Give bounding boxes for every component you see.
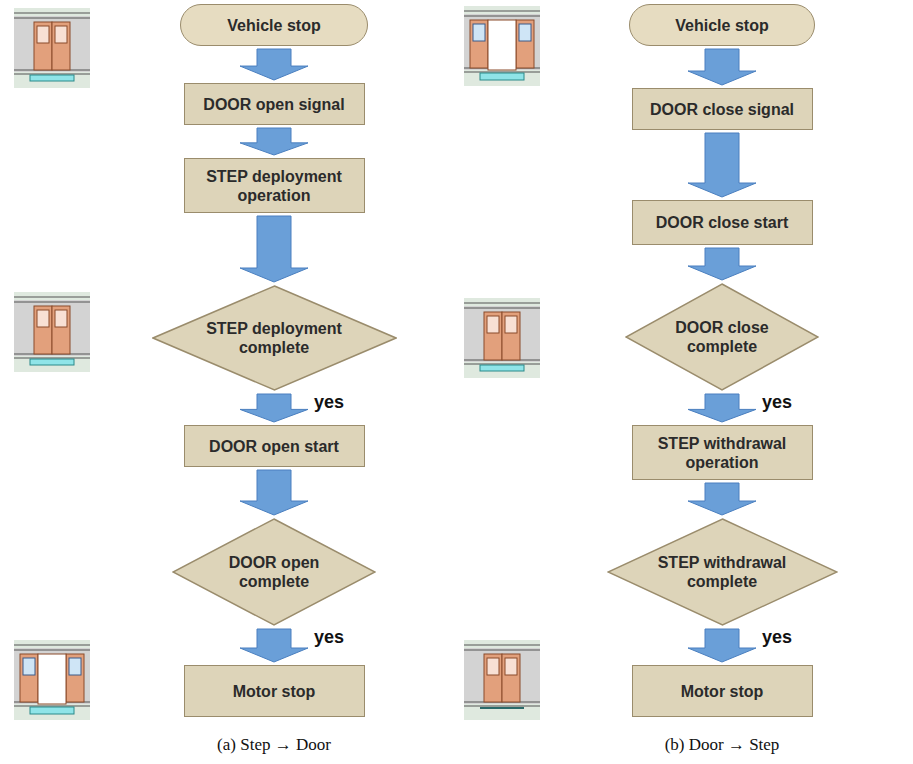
- edge-label: yes: [312, 627, 346, 647]
- process-box: Motor stop: [632, 665, 813, 717]
- diamond-outline: [152, 285, 397, 391]
- process-box: DOOR open signal: [184, 83, 365, 125]
- flow-arrow: [688, 483, 756, 515]
- diamond-text: DOOR close complete: [660, 318, 784, 356]
- door-open-picture: [14, 640, 90, 720]
- door-closed-picture: [14, 8, 90, 88]
- caption-label: (a) Step → Door: [217, 735, 331, 755]
- terminal-box: Vehicle stop: [629, 4, 815, 46]
- node-text: Motor stop: [681, 682, 764, 701]
- door-closed-picture: [14, 292, 90, 372]
- flow-arrow: [240, 394, 308, 422]
- caption-label: (b) Door → Step: [665, 735, 780, 755]
- edge-label: yes: [312, 392, 346, 412]
- edge-label: yes: [760, 627, 794, 647]
- flow-arrow: [688, 629, 756, 662]
- node-text: STEP deployment operation: [193, 167, 356, 205]
- flow-arrow: [688, 248, 756, 280]
- node-text: DOOR close complete: [660, 318, 784, 356]
- diamond-text: DOOR open complete: [209, 553, 340, 591]
- process-box: Motor stop: [184, 665, 365, 717]
- node-text: DOOR open complete: [209, 553, 340, 591]
- door-open-picture: [464, 6, 540, 86]
- door-closed-picture: [464, 298, 540, 378]
- flow-arrow: [240, 629, 308, 662]
- flow-arrow: [240, 49, 308, 80]
- process-box: STEP deployment operation: [184, 158, 365, 213]
- node-text: STEP withdrawal operation: [641, 434, 804, 472]
- edge-label: yes: [760, 392, 794, 412]
- node-text: DOOR close start: [656, 213, 788, 232]
- node-text: Vehicle stop: [675, 16, 768, 35]
- flow-arrow: [688, 133, 756, 197]
- node-text: Vehicle stop: [227, 16, 320, 35]
- node-text: STEP deployment complete: [201, 319, 347, 357]
- decision-diamond: DOOR close complete: [625, 283, 819, 391]
- node-text: DOOR open signal: [203, 95, 344, 114]
- flow-arrow: [240, 470, 308, 515]
- process-box: DOOR open start: [184, 425, 365, 467]
- node-text: STEP withdrawal complete: [651, 553, 794, 591]
- decision-diamond: STEP withdrawal complete: [607, 518, 838, 626]
- flow-arrow: [240, 128, 308, 155]
- terminal-box: Vehicle stop: [180, 4, 368, 46]
- node-text: DOOR close signal: [650, 100, 794, 119]
- decision-diamond: STEP deployment complete: [152, 285, 397, 391]
- diamond-outline: [172, 518, 376, 626]
- process-box: DOOR close signal: [632, 88, 813, 130]
- door-closed-picture: [464, 640, 540, 720]
- node-text: Motor stop: [233, 682, 316, 701]
- diamond-text: STEP deployment complete: [201, 319, 347, 357]
- flow-arrow: [240, 216, 308, 282]
- flow-arrow: [688, 49, 756, 85]
- decision-diamond: DOOR open complete: [172, 518, 376, 626]
- flow-arrow: [688, 394, 756, 422]
- diamond-text: STEP withdrawal complete: [651, 553, 794, 591]
- diamond-outline: [607, 518, 838, 626]
- diamond-outline: [625, 283, 819, 391]
- process-box: DOOR close start: [632, 200, 813, 245]
- process-box: STEP withdrawal operation: [632, 425, 813, 480]
- node-text: DOOR open start: [209, 437, 339, 456]
